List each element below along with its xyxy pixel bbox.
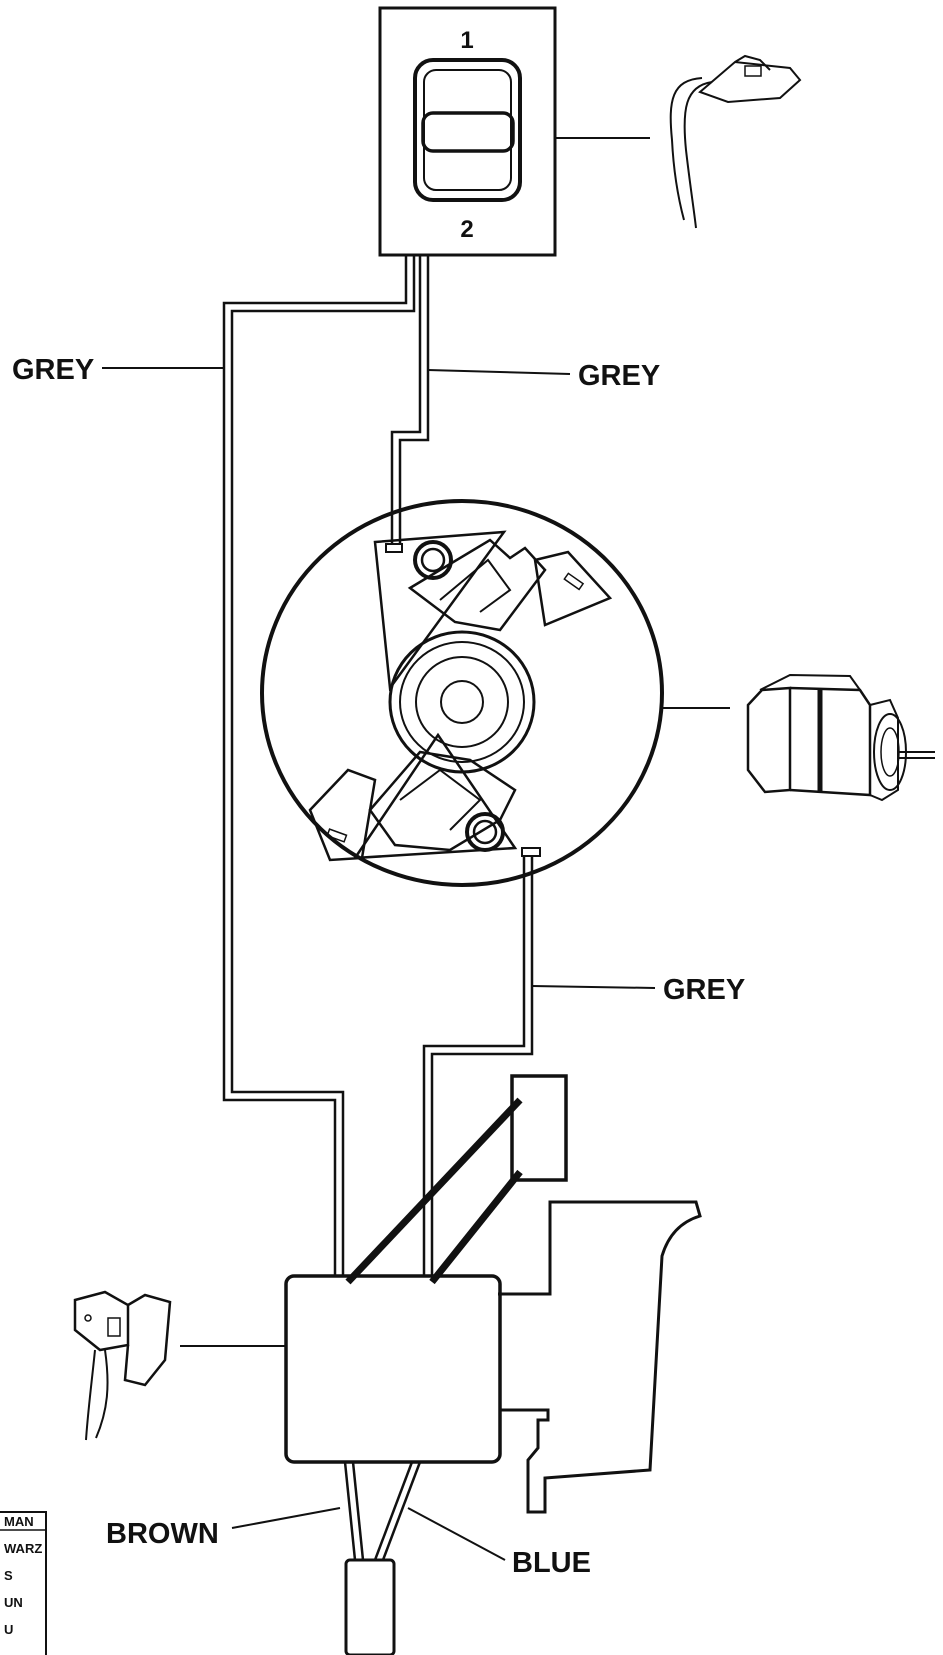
- legend-row-4: U: [4, 1622, 13, 1637]
- grey-wire-right-top: [390, 255, 430, 545]
- switch-part-illustration: [669, 54, 802, 229]
- legend-row-3: UN: [4, 1595, 23, 1610]
- brush-wedge-right: [533, 550, 613, 627]
- color-legend-table: MAN WARZ S UN U: [0, 1511, 47, 1655]
- switch-rocker-inner: [423, 69, 512, 191]
- commutator-hub-center: [440, 680, 484, 724]
- grey-right-bottom-leader: [531, 985, 656, 989]
- label-grey-left: GREY: [12, 354, 94, 386]
- blue-leader: [407, 1507, 506, 1561]
- label-brown: BROWN: [106, 1518, 219, 1550]
- brush-plate-outer: [260, 499, 664, 887]
- power-cord-sheath: [344, 1558, 396, 1655]
- switch-rocker-button: [421, 111, 515, 153]
- motor-illustration: [746, 673, 935, 802]
- legend-header: MAN: [4, 1514, 34, 1529]
- grey-wire-right-bottom: [422, 855, 534, 1276]
- power-cord: [343, 1461, 422, 1655]
- brush-holder-plate: [260, 499, 664, 887]
- label-blue: BLUE: [512, 1547, 591, 1579]
- legend-row-2: S: [4, 1568, 13, 1583]
- switch-terminal-1: 1: [460, 27, 473, 54]
- trigger-switch-box: [284, 1274, 502, 1464]
- brush-terminal-bottom: [521, 847, 541, 857]
- commutator-hub-outer: [388, 630, 536, 774]
- grey-right-top-leader: [427, 369, 571, 375]
- switch-rocker-frame: [413, 58, 522, 202]
- suppressor-component: [345, 1074, 568, 1285]
- brown-leader: [231, 1507, 341, 1529]
- tool-housing-outline: [498, 1200, 702, 1514]
- grey-wire-left: [222, 255, 416, 1276]
- label-grey-right-top: GREY: [578, 360, 660, 392]
- trigger-switch-illustration: [73, 1290, 172, 1441]
- toggle-switch: 1 2: [378, 6, 557, 257]
- label-grey-right-bottom: GREY: [663, 974, 745, 1006]
- legend-row-1: WARZ: [4, 1541, 42, 1556]
- switch-housing: [378, 6, 557, 257]
- switch-terminal-2: 2: [460, 216, 473, 243]
- brush-wedge-left: [308, 768, 377, 862]
- brush-terminal-top: [385, 543, 403, 553]
